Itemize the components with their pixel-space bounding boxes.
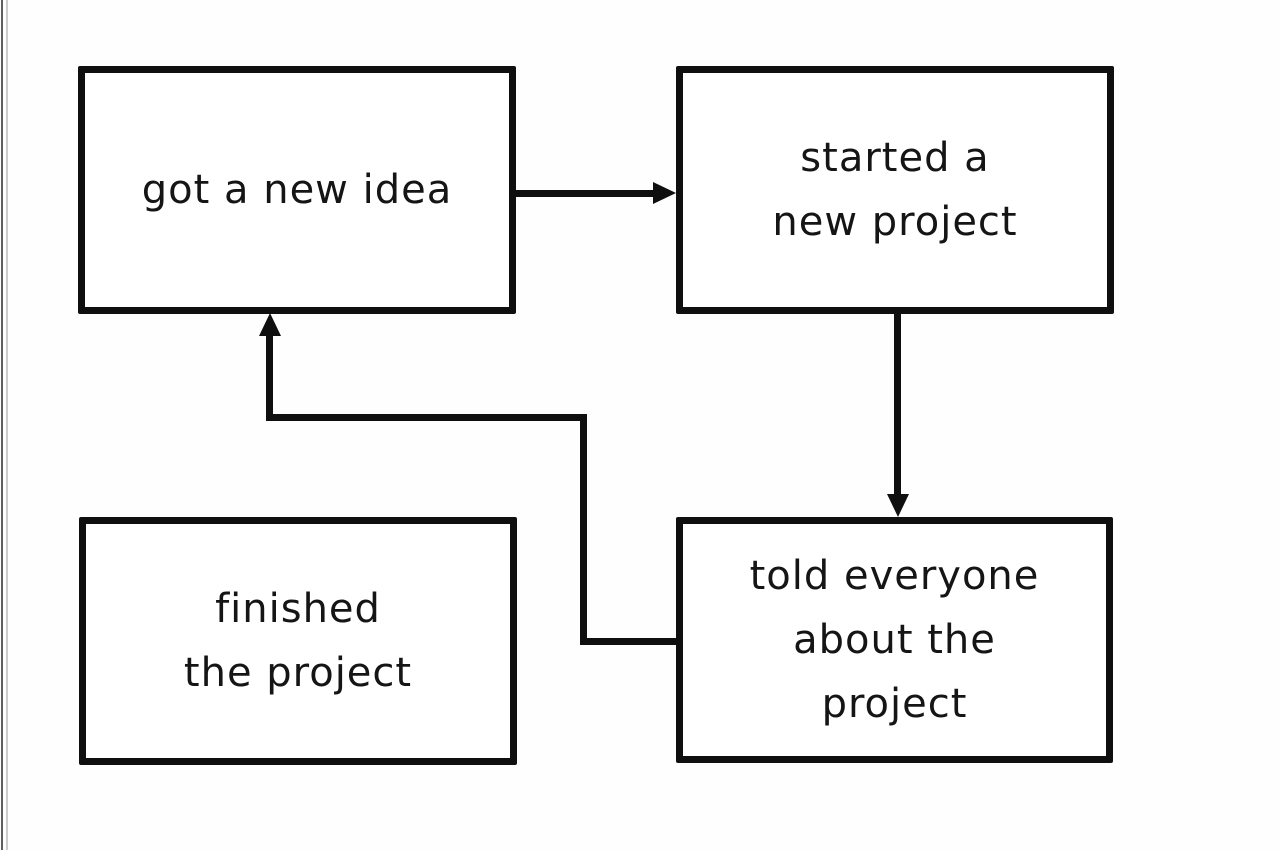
node-label-started-a-new-project: started a new project [772,135,1018,245]
node-told-everyone-about-the-project[interactable]: told everyone about the project [676,517,1113,763]
edge-told-to-idea-segment-1 [580,638,678,645]
page-edge-line-light [6,0,8,850]
edge-told-to-idea-segment-2 [580,414,587,645]
edge-started-to-told-line [894,312,901,497]
edge-told-to-idea-segment-4 [266,334,273,421]
edge-idea-to-started-line [514,190,656,197]
node-got-a-new-idea[interactable]: got a new idea [78,66,516,314]
node-label-got-a-new-idea: got a new idea [141,167,453,213]
arrowhead-up-icon [259,313,281,336]
page-edge-line-dark [1,0,3,850]
edge-told-to-idea-segment-3 [266,414,587,421]
node-finished-the-project[interactable]: finished the project [79,517,517,765]
node-label-finished-the-project: finished the project [183,586,413,696]
node-started-a-new-project[interactable]: started a new project [676,66,1114,314]
arrowhead-right-icon [653,182,676,204]
node-label-told-everyone-about-the-project: told everyone about the project [749,553,1040,727]
arrowhead-down-icon [887,494,909,517]
